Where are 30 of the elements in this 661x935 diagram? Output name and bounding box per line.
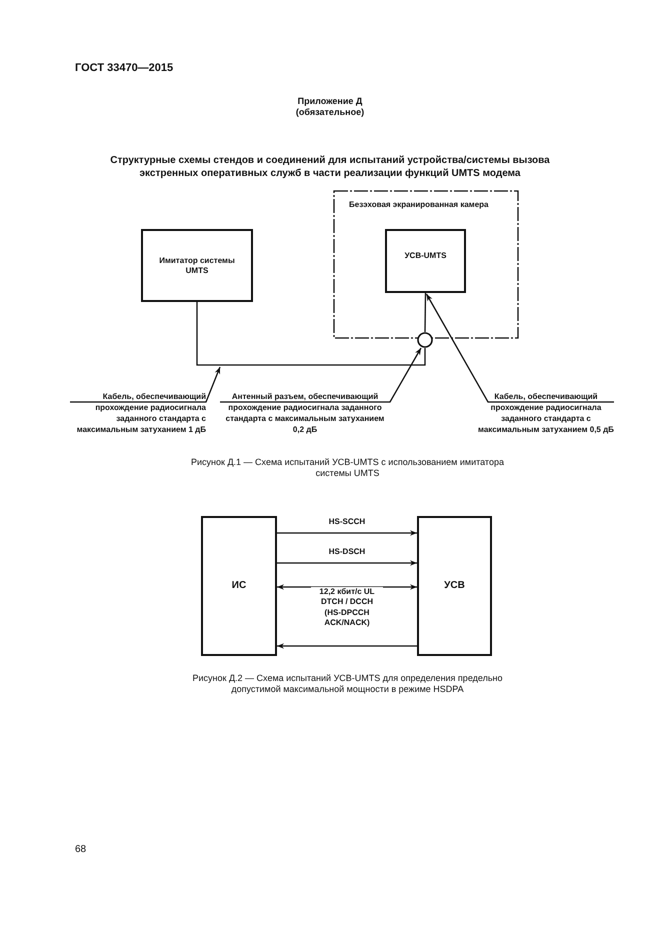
header-text: (обязательное) bbox=[294, 107, 366, 118]
header-text: Приложение Д bbox=[296, 96, 364, 107]
leader-line bbox=[220, 348, 422, 403]
block-box bbox=[417, 516, 492, 656]
arrow bbox=[277, 584, 417, 590]
arrow bbox=[277, 530, 417, 536]
header-text: ГОСТ 33470—2015 bbox=[75, 62, 174, 75]
edge-label: 12,2 кбит/с UL DTCH / DCCH bbox=[311, 587, 383, 607]
leader-line bbox=[70, 366, 221, 403]
cable-line bbox=[424, 293, 426, 332]
callout-text: Кабель, обеспечивающий прохождение радиосигнала заданного стандарта с максимальным затуханием 0,5 дБ bbox=[478, 391, 614, 435]
leader-line bbox=[426, 294, 614, 403]
block-label: ИС bbox=[230, 581, 248, 591]
chamber-label: Безэховая экранированная камера bbox=[349, 200, 488, 210]
arrow bbox=[277, 560, 417, 566]
arrow bbox=[277, 643, 417, 649]
cable-line bbox=[196, 302, 426, 366]
block-box bbox=[141, 229, 253, 302]
callout-text: Кабель, обеспечивающий прохождение радиосигнала заданного стандарта с максимальным затуханием 1 дБ bbox=[76, 391, 206, 435]
block-label: УСВ-UMTS bbox=[404, 251, 448, 261]
block-label: УСВ bbox=[443, 581, 466, 591]
chamber-frame bbox=[333, 190, 519, 339]
figure-caption: Рисунок Д.1 — Схема испытаний УСВ-UMTS с использованием имитатора системы UMTS bbox=[190, 457, 505, 479]
callout-text: Антенный разъем, обеспечивающий прохождение радиосигнала заданного стандарта с максимальным затуханием 0,2 дБ bbox=[224, 391, 386, 435]
page-number: 68 bbox=[75, 844, 88, 856]
heading: Структурные схемы стендов и соединений для испытаний устройства/системы вызова экстренных оперативных служб в части реализации функций UMTS модема bbox=[109, 154, 551, 180]
block-box bbox=[385, 229, 466, 293]
figure-caption: Рисунок Д.2 — Схема испытаний УСВ-UMTS для определения предельно допустимой максимальной мощности в режиме HSDPA bbox=[192, 673, 504, 695]
block-box bbox=[201, 516, 277, 656]
block-label: Имитатор системы UMTS bbox=[158, 256, 236, 276]
